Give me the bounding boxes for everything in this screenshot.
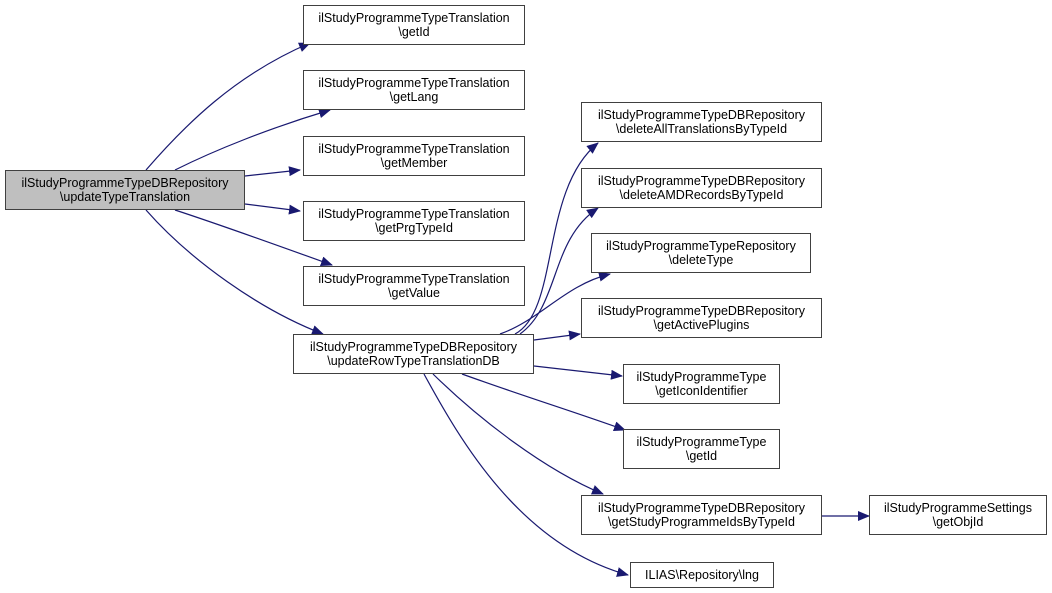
node-method-label: \getLang	[389, 90, 439, 104]
node-translation-get-id[interactable]: ilStudyProgrammeTypeTranslation \getId	[303, 5, 525, 45]
node-class-label: ilStudyProgrammeTypeTranslation	[318, 76, 510, 90]
edge-updrow-to-iconid	[533, 365, 623, 380]
edge-updrow-to-activeplugins	[533, 330, 581, 341]
edge-updrow-to-delall	[514, 142, 599, 335]
node-update-row-type-translation-db[interactable]: ilStudyProgrammeTypeDBRepository \update…	[293, 334, 534, 374]
node-method-label: \getActivePlugins	[653, 318, 750, 332]
node-method-label: \getPrgTypeId	[375, 221, 453, 235]
node-class-label: ilStudyProgrammeType	[636, 370, 767, 384]
edge-updrow-to-studyids	[432, 373, 604, 495]
node-type-get-id[interactable]: ilStudyProgrammeType \getId	[623, 429, 780, 469]
node-class-label: ilStudyProgrammeTypeTranslation	[318, 207, 510, 221]
node-class-label: ilStudyProgrammeTypeTranslation	[318, 11, 510, 25]
node-class-label: ilStudyProgrammeTypeTranslation	[318, 272, 510, 286]
node-class-label: ilStudyProgrammeTypeDBRepository	[597, 174, 806, 188]
node-class-label: ilStudyProgrammeTypeDBRepository	[21, 176, 229, 190]
node-translation-get-prg-type-id[interactable]: ilStudyProgrammeTypeTranslation \getPrgT…	[303, 201, 525, 241]
node-ilias-repository-lng[interactable]: ILIAS\Repository\lng	[630, 562, 774, 588]
node-class-label: ilStudyProgrammeTypeTranslation	[318, 142, 510, 156]
node-class-label: ilStudyProgrammeType	[636, 435, 767, 449]
edge-updrow-to-type-getid	[461, 373, 626, 431]
node-class-label: ILIAS\Repository\lng	[645, 568, 759, 582]
node-method-label: \getValue	[388, 286, 440, 300]
node-class-label: ilStudyProgrammeTypeDBRepository	[597, 108, 806, 122]
node-method-label: \getIconIdentifier	[655, 384, 748, 398]
node-delete-amd-records-by-type-id[interactable]: ilStudyProgrammeTypeDBRepository \delete…	[581, 168, 822, 208]
edge-root-to-updrow	[145, 209, 324, 335]
node-delete-type[interactable]: ilStudyProgrammeTypeRepository \deleteTy…	[591, 233, 811, 273]
node-translation-get-value[interactable]: ilStudyProgrammeTypeTranslation \getValu…	[303, 266, 525, 306]
node-method-label: \updateRowTypeTranslationDB	[327, 354, 500, 368]
edge-root-to-t-getmember	[244, 166, 301, 177]
edge-root-to-t-getvalue	[174, 209, 333, 267]
node-get-active-plugins[interactable]: ilStudyProgrammeTypeDBRepository \getAct…	[581, 298, 822, 338]
node-method-label: \getStudyProgrammeIdsByTypeId	[608, 515, 795, 529]
edge-root-to-t-getlang	[174, 108, 331, 171]
node-method-label: \getId	[685, 449, 718, 463]
node-method-label: \getId	[398, 25, 430, 39]
node-method-label: \deleteAMDRecordsByTypeId	[619, 188, 784, 202]
edge-updrow-to-lng	[423, 373, 629, 577]
node-method-label: \getMember	[380, 156, 448, 170]
edge-root-to-t-getprgtypeid	[244, 203, 301, 215]
node-method-label: \deleteAllTranslationsByTypeId	[615, 122, 788, 136]
node-translation-get-member[interactable]: ilStudyProgrammeTypeTranslation \getMemb…	[303, 136, 525, 176]
node-get-icon-identifier[interactable]: ilStudyProgrammeType \getIconIdentifier	[623, 364, 780, 404]
node-class-label: ilStudyProgrammeTypeDBRepository	[597, 501, 806, 515]
node-method-label: \getObjId	[932, 515, 984, 529]
edge-updrow-to-delamd	[519, 207, 599, 335]
node-class-label: ilStudyProgrammeTypeDBRepository	[597, 304, 806, 318]
node-settings-get-obj-id[interactable]: ilStudyProgrammeSettings \getObjId	[869, 495, 1047, 535]
node-method-label: \updateTypeTranslation	[59, 190, 191, 204]
node-update-type-translation: ilStudyProgrammeTypeDBRepository \update…	[5, 170, 245, 210]
node-class-label: ilStudyProgrammeSettings	[884, 501, 1032, 515]
edge-root-to-t-getid	[145, 42, 311, 171]
edge-updrow-to-deltype	[499, 271, 611, 335]
node-class-label: ilStudyProgrammeTypeDBRepository	[309, 340, 518, 354]
node-method-label: \deleteType	[668, 253, 734, 267]
node-get-study-programme-ids-by-type-id[interactable]: ilStudyProgrammeTypeDBRepository \getStu…	[581, 495, 822, 535]
node-class-label: ilStudyProgrammeTypeRepository	[606, 239, 796, 253]
node-translation-get-lang[interactable]: ilStudyProgrammeTypeTranslation \getLang	[303, 70, 525, 110]
node-delete-all-translations-by-type-id[interactable]: ilStudyProgrammeTypeDBRepository \delete…	[581, 102, 822, 142]
